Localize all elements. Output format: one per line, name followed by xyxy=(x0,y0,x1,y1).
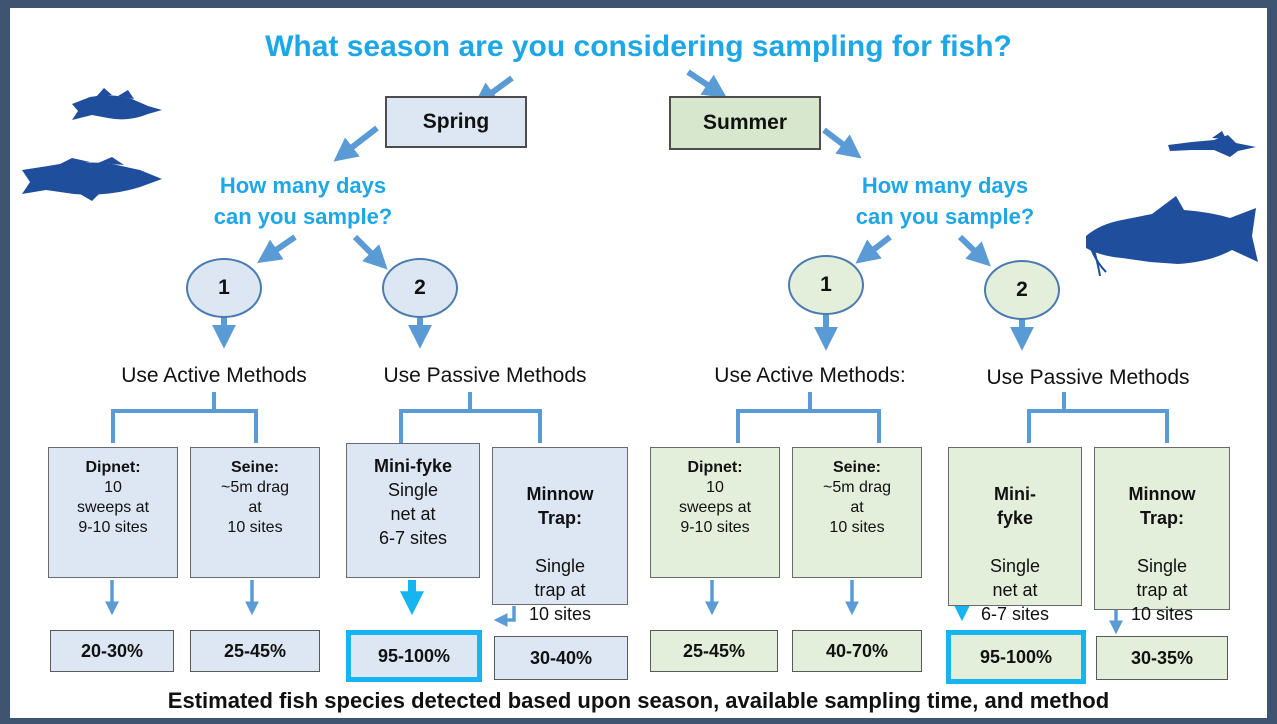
bracket-summer-active xyxy=(736,392,881,443)
pike-fish-icon xyxy=(1168,131,1256,157)
method-description: 10 sweeps at 9-10 sites xyxy=(76,479,150,536)
arrow-summer-to-question xyxy=(822,127,862,159)
summer-day-1-circle: 1 xyxy=(788,255,864,315)
method-description: ~5m drag at 10 sites xyxy=(822,479,892,536)
arrow-spring-q-to-1 xyxy=(257,234,297,264)
method-description: 10 sweeps at 9-10 sites xyxy=(678,479,752,536)
arrow-spring-minnow-result xyxy=(493,606,516,627)
method-name: Dipnet: xyxy=(687,459,743,476)
method-description: ~5m drag at 10 sites xyxy=(220,479,290,536)
result-spring-minnow-trap: 30-40% xyxy=(494,636,628,680)
small-fish-icon xyxy=(72,88,162,120)
method-description: Single trap at 10 sites xyxy=(1130,556,1194,624)
bracket-summer-passive xyxy=(1027,392,1169,443)
spring-passive-methods-label: Use Passive Methods xyxy=(383,364,587,387)
method-name: Seine: xyxy=(230,459,279,476)
season-box-summer: Summer xyxy=(669,96,821,150)
arrow-spring-q-to-2 xyxy=(352,234,388,270)
arrow-summer-q-to-1 xyxy=(855,234,892,264)
bracket-connectors xyxy=(111,392,1169,443)
method-description: Single net at 6-7 sites xyxy=(980,556,1050,624)
method-box-spring-seine: Seine: ~5m drag at 10 sites xyxy=(190,447,320,578)
spring-active-methods-label: Use Active Methods xyxy=(121,364,307,387)
result-spring-minifyke: 95-100% xyxy=(346,630,482,682)
footer-caption: Estimated fish species detected based up… xyxy=(167,688,1110,713)
method-name: Dipnet: xyxy=(85,459,141,476)
method-name: Seine: xyxy=(832,459,881,476)
arrow-title-to-summer xyxy=(686,69,727,98)
goby-fish-icon xyxy=(22,157,162,201)
bracket-spring-active xyxy=(111,392,258,443)
summer-passive-methods-label: Use Passive Methods xyxy=(986,366,1190,389)
method-box-spring-minifyke: Mini-fyke Single net at 6-7 sites xyxy=(346,443,480,578)
method-description: Single trap at 10 sites xyxy=(528,556,592,624)
page-title: What season are you considering sampling… xyxy=(265,30,1012,63)
summer-active-methods-label: Use Active Methods: xyxy=(714,364,906,387)
method-name: Minnow Trap: xyxy=(1128,484,1196,528)
method-box-spring-dipnet: Dipnet: 10 sweeps at 9-10 sites xyxy=(48,447,178,578)
question-spring: How many days can you sample? xyxy=(213,173,393,229)
result-summer-seine: 40-70% xyxy=(792,630,922,672)
bracket-spring-passive xyxy=(399,392,542,443)
summer-day-2-circle: 2 xyxy=(984,260,1060,320)
arrow-summer-q-to-2 xyxy=(957,234,991,267)
method-description: Single net at 6-7 sites xyxy=(378,480,448,548)
method-box-summer-minifyke: Mini- fyke Single net at 6-7 sites xyxy=(948,447,1082,624)
method-box-summer-minnow-trap: Minnow Trap: Single trap at 10 sites xyxy=(1094,447,1230,624)
method-name: Mini- fyke xyxy=(994,484,1036,528)
method-name: Minnow Trap: xyxy=(526,484,594,528)
result-summer-dipnet: 25-45% xyxy=(650,630,778,672)
method-name: Mini-fyke xyxy=(373,456,452,476)
arrow-spring-to-question xyxy=(333,125,379,162)
spring-day-1-circle: 1 xyxy=(186,258,262,318)
result-spring-seine: 25-45% xyxy=(190,630,320,672)
method-box-summer-dipnet: Dipnet: 10 sweeps at 9-10 sites xyxy=(650,447,780,578)
season-box-spring: Spring xyxy=(385,96,527,148)
question-summer: How many days can you sample? xyxy=(855,173,1035,229)
result-summer-minifyke: 95-100% xyxy=(946,630,1086,684)
result-summer-minnow-trap: 30-35% xyxy=(1096,636,1228,680)
spring-day-2-circle: 2 xyxy=(382,258,458,318)
method-box-summer-seine: Seine: ~5m drag at 10 sites xyxy=(792,447,922,578)
result-spring-dipnet: 20-30% xyxy=(50,630,174,672)
catfish-icon xyxy=(1086,196,1258,277)
method-box-spring-minnow-trap: Minnow Trap: Single trap at 10 sites xyxy=(492,447,628,624)
